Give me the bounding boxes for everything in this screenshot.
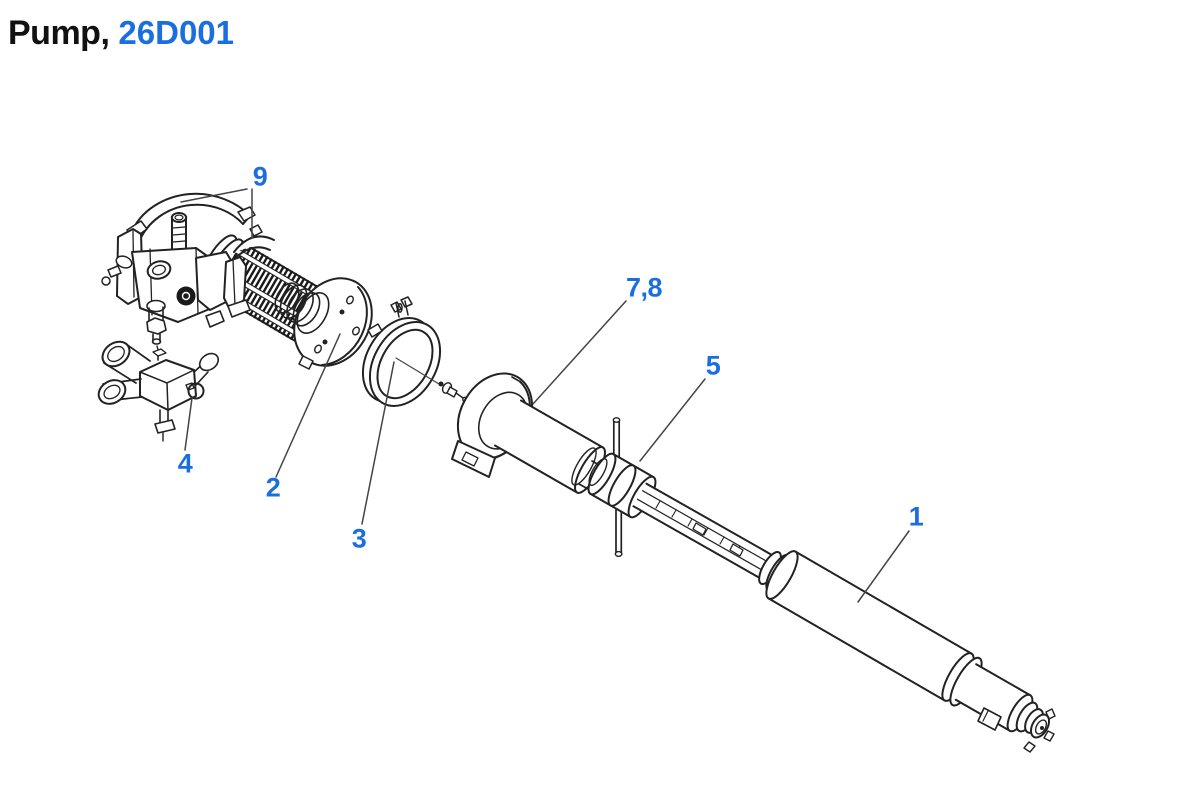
leader-line-3: [361, 361, 395, 525]
leader-line-4: [184, 397, 193, 451]
bell-coupling: [451, 372, 606, 494]
tube-notch: [977, 707, 1002, 731]
leader-line-2: [275, 333, 341, 478]
outlet-fitting: [146, 299, 167, 345]
coil-flange: [274, 277, 373, 370]
leader-lines: [180, 188, 910, 603]
leader-line-1: [857, 530, 910, 603]
flange-bolt-holes: [314, 295, 360, 354]
dark-knob: [176, 286, 196, 306]
page-title: Pump,: [8, 14, 110, 52]
callout-4[interactable]: 4: [177, 448, 193, 479]
leader-line-9: [180, 188, 253, 239]
pump-head-assembly: [101, 192, 256, 358]
corrugated-stub: [274, 282, 330, 334]
leader-line-5: [639, 378, 706, 462]
pull-ring: [187, 382, 205, 400]
page-header: Pump,26D001: [8, 14, 234, 53]
callout-1[interactable]: 1: [908, 501, 924, 532]
part-number-link[interactable]: 26D001: [118, 14, 235, 51]
v-band-clamp: [361, 296, 442, 407]
callout-2[interactable]: 2: [265, 472, 281, 503]
clamp-t-bolt: [390, 296, 413, 318]
vent-tube: [170, 212, 188, 253]
tube-end-cap: [1006, 693, 1056, 753]
handle-strap: [126, 192, 256, 245]
leader-line-7-8: [532, 300, 627, 405]
t-handle-rod: [612, 417, 623, 558]
pump-tube: [758, 550, 1056, 753]
inner-tube-hatch: [655, 500, 741, 554]
inner-tube: [632, 482, 773, 579]
callout-7-8[interactable]: 7,8: [625, 272, 663, 303]
valve-assembly: [97, 340, 220, 442]
callout-5[interactable]: 5: [705, 350, 721, 381]
callout-9[interactable]: 9: [252, 161, 268, 192]
grease-fitting: [438, 381, 468, 403]
callout-3[interactable]: 3: [351, 523, 367, 554]
